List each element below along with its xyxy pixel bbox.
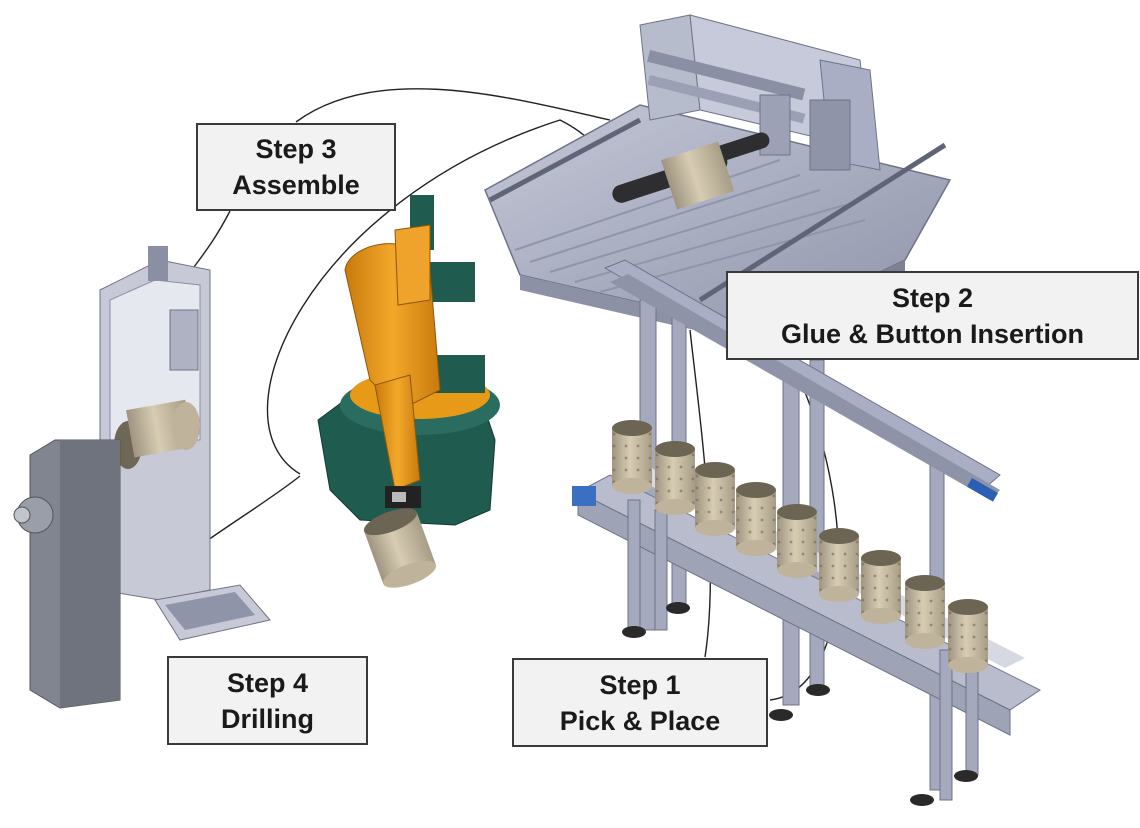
robot-arm xyxy=(317,195,500,588)
gantry-cylinder xyxy=(612,132,770,210)
step2-label-box: Step 2 Glue & Button Insertion xyxy=(726,271,1139,360)
step2-title: Step 2 xyxy=(891,282,974,313)
step2-subtitle: Glue & Button Insertion xyxy=(781,318,1084,349)
step3-subtitle: Assemble xyxy=(232,170,360,200)
curve-step3-to-gantry xyxy=(295,88,611,123)
step1-title: Step 1 xyxy=(599,669,681,700)
step3-title: Step 3 xyxy=(255,134,337,164)
step4-title: Step 4 xyxy=(226,667,309,698)
step4-label-box: Step 4 Drilling xyxy=(167,656,368,745)
curve-robot-to-gantry xyxy=(266,119,601,475)
step3-label-box: Step 3 Assemble xyxy=(196,123,396,211)
step4-subtitle: Drilling xyxy=(221,703,314,734)
conveyor-cylinders xyxy=(612,420,988,673)
drilling-machine xyxy=(13,246,271,709)
step1-label-box: Step 1 Pick & Place xyxy=(512,658,768,747)
step1-subtitle: Pick & Place xyxy=(559,705,721,736)
